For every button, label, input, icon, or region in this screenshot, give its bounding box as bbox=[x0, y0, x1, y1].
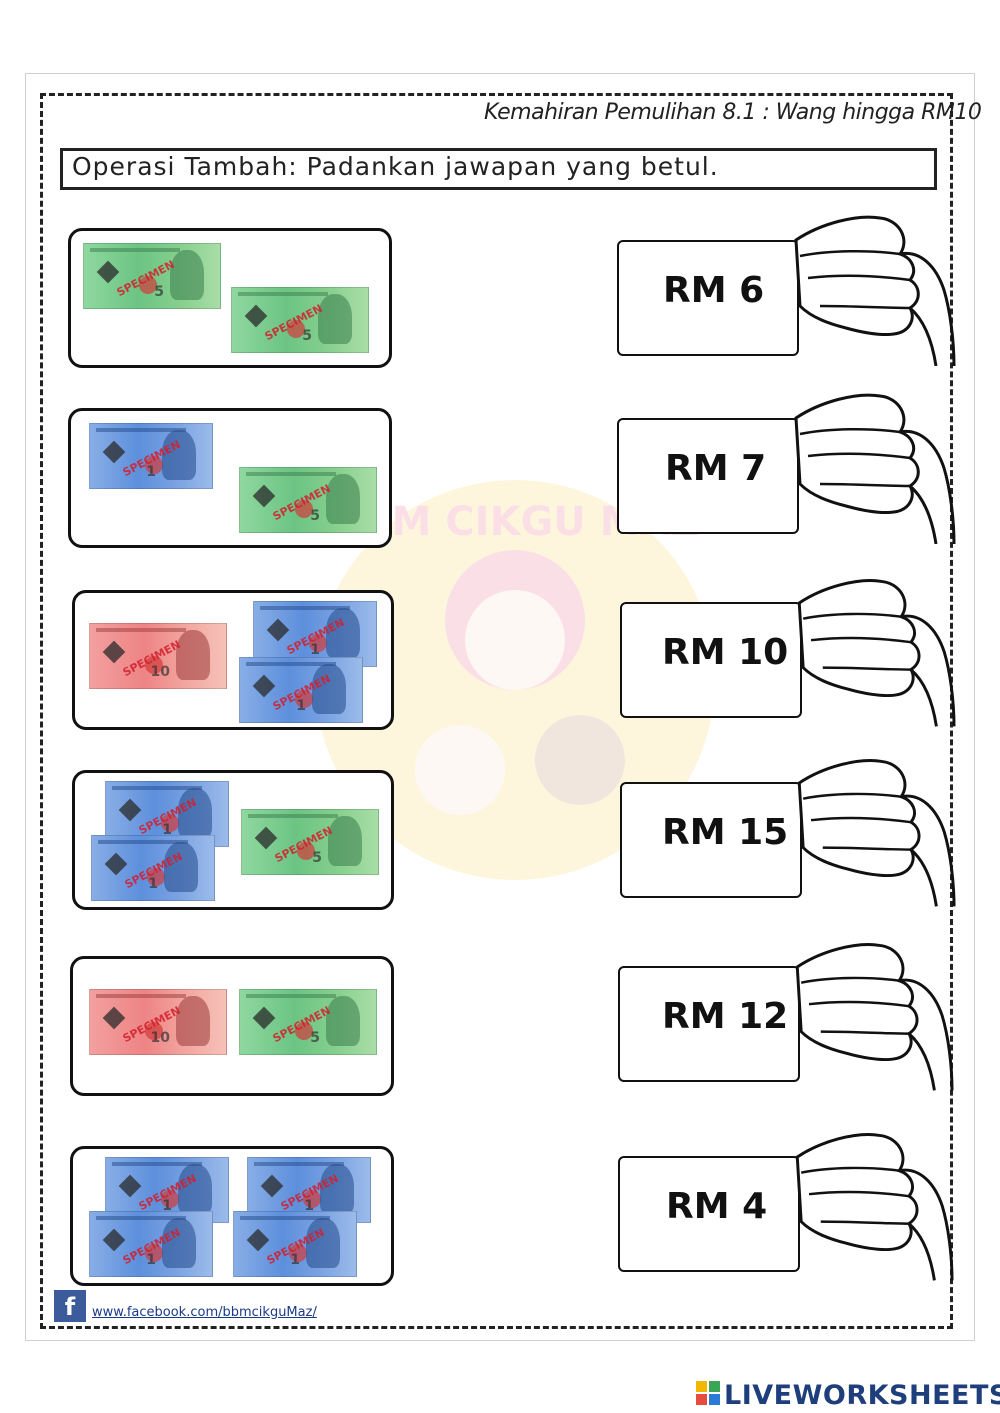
dashed-border bbox=[40, 93, 953, 1329]
answer-label-2: RM 7 bbox=[665, 448, 767, 489]
answer-card-2[interactable] bbox=[617, 418, 799, 534]
instruction-box bbox=[60, 148, 937, 190]
hand-icon bbox=[794, 393, 956, 544]
answer-label-6: RM 4 bbox=[666, 1186, 768, 1227]
hand-icon bbox=[797, 759, 956, 907]
answer-label-3: RM 10 bbox=[662, 632, 789, 673]
hand-icon bbox=[794, 215, 956, 366]
hand-icon bbox=[795, 1133, 954, 1281]
facebook-link[interactable]: www.facebook.com/bbmcikguMaz/ bbox=[92, 1305, 317, 1320]
page-subtitle: Kemahiran Pemulihan 8.1 : Wang hingga RM… bbox=[484, 100, 982, 125]
watermark-logo: BBM CIKGU MAZ bbox=[315, 480, 715, 880]
answer-card-6[interactable] bbox=[618, 1156, 800, 1272]
instruction-text: Operasi Tambah: Padankan jawapan yang be… bbox=[72, 152, 719, 181]
facebook-icon[interactable]: f bbox=[54, 1290, 86, 1322]
liveworksheets-brand[interactable]: LIVEWORKSHEETS bbox=[724, 1380, 1000, 1411]
answer-card-5[interactable] bbox=[618, 966, 800, 1082]
answer-label-5: RM 12 bbox=[662, 996, 789, 1037]
answer-card-4[interactable] bbox=[620, 782, 802, 898]
answer-label-4: RM 15 bbox=[662, 812, 789, 853]
liveworksheets-logo-icon bbox=[696, 1381, 720, 1405]
hand-icon bbox=[797, 579, 956, 727]
hand-icon bbox=[795, 943, 954, 1091]
answer-card-3[interactable] bbox=[620, 602, 802, 718]
answer-card-1[interactable] bbox=[617, 240, 799, 356]
answer-label-1: RM 6 bbox=[663, 270, 765, 311]
